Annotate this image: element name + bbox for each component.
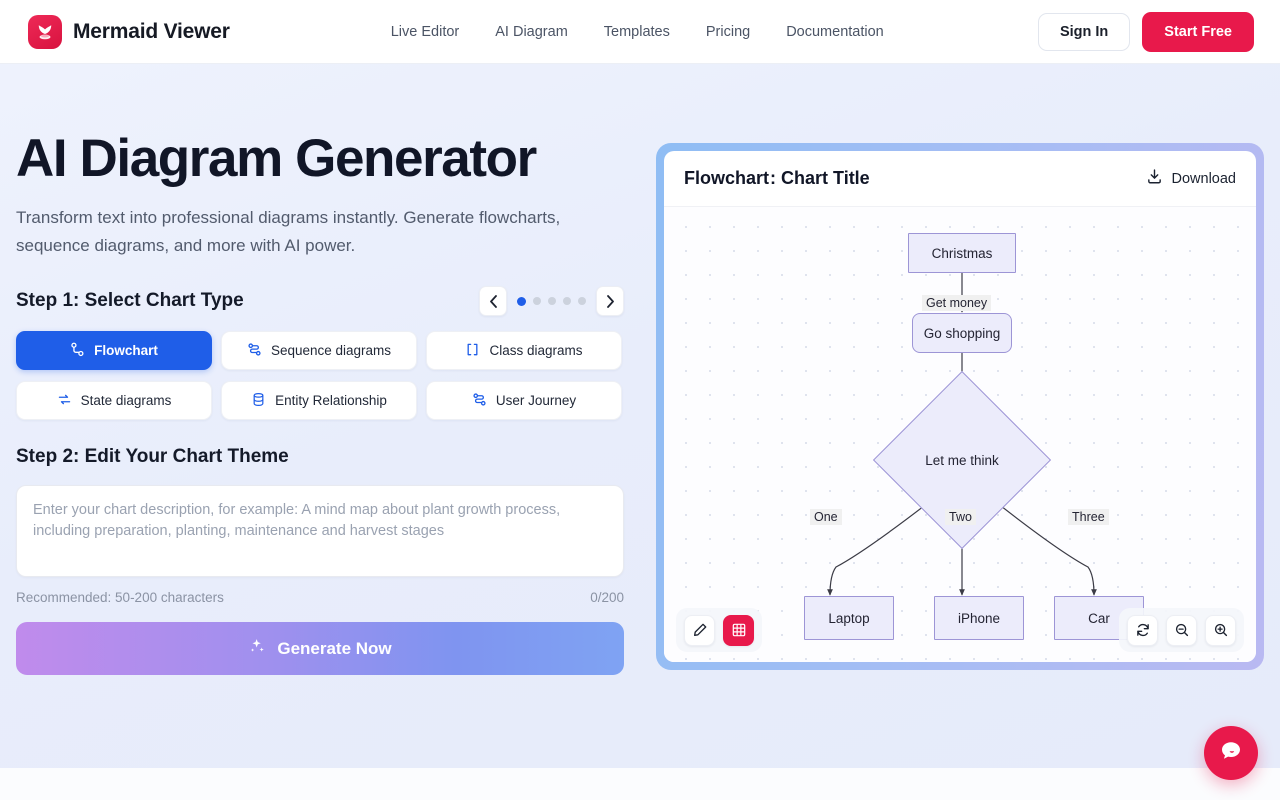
node-label: Let me think (925, 452, 999, 468)
chart-type-label: State diagrams (80, 393, 172, 409)
page-title: AI Diagram Generator (16, 129, 537, 188)
grid-icon-button[interactable] (723, 614, 754, 646)
diagram-node-iphone[interactable]: iPhone (934, 596, 1024, 640)
chart-type-class-diagrams[interactable]: Class diagrams (426, 331, 622, 371)
chart-type-state-diagrams[interactable]: State diagrams (16, 381, 212, 421)
diagram-node-christmas[interactable]: Christmas (908, 233, 1016, 273)
step1-header: Step 1: Select Chart Type (16, 285, 624, 317)
step1-title: Step 1: Select Chart Type (16, 290, 244, 312)
nav-item-pricing[interactable]: Pricing (705, 23, 751, 40)
node-label: Laptop (828, 610, 870, 626)
mermaid-logo-icon (28, 14, 62, 49)
start-free-button[interactable]: Start Free (1142, 12, 1254, 52)
chat-widget-button[interactable] (1204, 726, 1258, 780)
header-actions: Sign In Start Free (1037, 0, 1254, 64)
nav-item-templates[interactable]: Templates (603, 23, 670, 40)
reset-refresh-icon-button[interactable] (1127, 614, 1158, 646)
chart-type-label: Class diagrams (489, 343, 583, 359)
diagram-edge-label-three: Three (1068, 509, 1109, 525)
description-hint: Recommended: 50-200 characters (16, 590, 224, 606)
chart-type-label: User Journey (495, 393, 577, 409)
sequence-icon (247, 342, 262, 360)
database-icon (251, 392, 266, 410)
top-header: Mermaid Viewer Live Editor AI Diagram Te… (0, 0, 1280, 64)
nav-item-ai-diagram[interactable]: AI Diagram (495, 23, 568, 40)
chat-bubble-icon (1217, 737, 1245, 770)
nav-item-live-editor[interactable]: Live Editor (390, 23, 460, 40)
preview-header: Flowchart:Chart Title Download (664, 151, 1256, 207)
carousel-dot-1[interactable] (517, 296, 526, 306)
sparkle-icon (248, 637, 266, 660)
chart-type-entity-relationship[interactable]: Entity Relationship (221, 381, 417, 421)
chart-type-user-journey[interactable]: User Journey (426, 381, 622, 421)
preview-title-separator: : (770, 168, 777, 188)
page-background-footer (0, 768, 1280, 800)
chart-type-label: Entity Relationship (275, 393, 387, 409)
character-counter: 0/200 (590, 590, 624, 606)
node-label: iPhone (957, 610, 1001, 626)
generate-now-button[interactable]: Generate Now (16, 622, 624, 676)
chart-description-input[interactable] (16, 485, 624, 578)
preview-title: Flowchart:Chart Title (684, 168, 870, 189)
carousel-dot-3[interactable] (548, 297, 556, 306)
diagram-preview-panel: Flowchart:Chart Title Download (664, 151, 1256, 662)
diagram-edge-label-get-money: Get money (922, 295, 992, 311)
chart-description-wrapper (16, 485, 624, 582)
generate-now-label: Generate Now (277, 638, 392, 658)
sign-in-button[interactable]: Sign In (1037, 13, 1131, 51)
carousel-dot-4[interactable] (563, 297, 571, 306)
canvas-toolbar-right (1119, 608, 1244, 652)
diagram-edge-label-two: Two (945, 509, 976, 525)
chart-type-flowchart[interactable]: Flowchart (16, 331, 212, 371)
diagram-preview-frame: Flowchart:Chart Title Download (656, 143, 1264, 670)
page-subtitle: Transform text into professional diagram… (16, 208, 561, 255)
hero-left-column: AI Diagram Generator Transform text into… (16, 129, 624, 676)
diagram-node-go-shopping[interactable]: Go shopping (912, 313, 1012, 353)
canvas-toolbar-left (676, 608, 762, 652)
brand-name: Mermaid Viewer (73, 19, 230, 43)
state-loop-icon (57, 392, 72, 410)
carousel-prev-button[interactable] (479, 286, 507, 317)
node-label: Christmas (931, 245, 993, 261)
step2-title: Step 2: Edit Your Chart Theme (16, 446, 289, 468)
node-label: Car (1088, 610, 1110, 626)
carousel-dot-2[interactable] (533, 297, 541, 306)
brackets-icon (465, 342, 480, 360)
main-nav: Live Editor AI Diagram Templates Pricing… (391, 24, 884, 40)
brand[interactable]: Mermaid Viewer (28, 14, 230, 49)
zoom-out-icon-button[interactable] (1166, 614, 1197, 646)
journey-icon (472, 392, 487, 410)
chart-type-label: Sequence diagrams (270, 343, 392, 359)
carousel-next-button[interactable] (596, 286, 624, 317)
flowchart-icon (70, 342, 85, 360)
carousel-dot-5[interactable] (578, 297, 586, 306)
diagram-node-laptop[interactable]: Laptop (804, 596, 894, 640)
chart-type-grid: Flowchart Sequence diagrams Class diagra… (16, 331, 624, 421)
description-meta-row: Recommended: 50-200 characters 0/200 (16, 590, 624, 605)
chart-type-label: Flowchart (94, 343, 158, 359)
zoom-in-icon-button[interactable] (1205, 614, 1236, 646)
chart-type-carousel (479, 286, 624, 317)
preview-type-label: Flowchart (684, 168, 770, 188)
diagram-canvas[interactable]: Christmas Get money Go shopping Let me t… (664, 207, 1256, 662)
download-icon (1146, 168, 1163, 189)
preview-chart-title: Chart Title (781, 168, 870, 188)
download-label: Download (1171, 170, 1237, 187)
chart-type-sequence-diagrams[interactable]: Sequence diagrams (221, 331, 417, 371)
diagram-node-let-me-think[interactable]: Let me think (872, 370, 1052, 550)
carousel-dots (517, 296, 586, 306)
node-label: Go shopping (923, 325, 1001, 341)
nav-item-documentation[interactable]: Documentation (786, 23, 884, 40)
diagram-edge-label-one: One (810, 509, 842, 525)
download-button[interactable]: Download (1146, 168, 1237, 189)
pencil-edit-icon-button[interactable] (684, 614, 715, 646)
